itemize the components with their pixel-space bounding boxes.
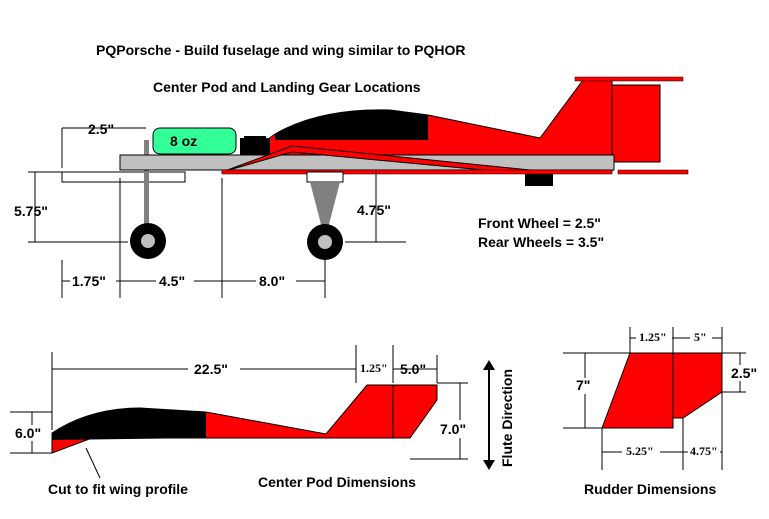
rear-gear-mount	[306, 171, 344, 183]
dim-mask	[156, 272, 194, 290]
rudder-dim-7: 7"	[576, 377, 590, 393]
dim-mask	[188, 360, 240, 378]
rudder-caption: Rudder Dimensions	[584, 481, 716, 497]
rudder-view: 1.25" 5" 7" 2.5" 5.25" 4.75" Rudder Dime…	[563, 327, 760, 497]
cut-label: Cut to fit wing profile	[48, 481, 188, 497]
pod-canopy-black	[52, 408, 206, 440]
pod-caption: Center Pod Dimensions	[258, 474, 416, 490]
page-title: PQPorsche - Build fuselage and wing simi…	[96, 42, 466, 58]
battery-box	[240, 138, 270, 155]
airplane-side-view: 8 oz 2.5" 5.75" 4.75" 1.75" 4.5" 8.0" Fr…	[14, 76, 689, 298]
wing-stub	[61, 171, 186, 183]
dim-label-5-0: 5.0"	[400, 361, 426, 377]
dim-mask	[70, 272, 116, 290]
battery-lid	[244, 136, 266, 139]
dim-mask	[690, 330, 712, 344]
rudder-dim-2-5: 2.5"	[731, 365, 757, 381]
pod-bottom-strip	[221, 169, 613, 175]
rudder-red-main	[601, 352, 674, 429]
flute-arrow-up-icon	[483, 360, 495, 370]
dim-label-6-0: 6.0"	[15, 425, 41, 441]
rudder-red-tab	[672, 352, 723, 419]
section-subtitle: Center Pod and Landing Gear Locations	[153, 79, 421, 95]
tail-skid-block	[525, 174, 553, 186]
weight-label: 8 oz	[170, 133, 197, 149]
front-wheel-hub	[141, 234, 155, 248]
rear-wheel-hub	[318, 235, 332, 249]
rudder-dim-5: 5"	[694, 330, 707, 344]
flute-arrow-down-icon	[483, 460, 495, 470]
canopy-black	[275, 109, 428, 140]
dim-mask	[622, 443, 660, 459]
dim-label-7-0: 7.0"	[440, 421, 466, 437]
dim-label-4-75: 4.75"	[357, 202, 391, 218]
center-pod-view: 22.5" 1.25" 5.0" 6.0" 7.0" Flute Directi…	[10, 345, 515, 497]
dim-label-2-5: 2.5"	[88, 121, 114, 137]
rudder-side	[611, 84, 661, 163]
dim-mask	[574, 378, 596, 394]
rudder-dim-4-75: 4.75"	[690, 444, 718, 458]
front-gear-strut	[144, 140, 149, 240]
pod-rudder	[392, 384, 438, 439]
cut-pointer-line	[85, 447, 101, 479]
dim-mask	[728, 365, 760, 381]
rudder-dim-5-25: 5.25"	[626, 444, 654, 458]
rudder-dim-1-25: 1.25"	[639, 330, 667, 344]
front-wheel-label: Front Wheel = 2.5"	[478, 215, 601, 231]
rudder-top-bar	[574, 76, 684, 82]
dim-label-22-5: 22.5"	[194, 361, 228, 377]
dim-label-8-0: 8.0"	[259, 273, 285, 289]
stab-strip	[617, 169, 689, 175]
dim-mask	[688, 443, 720, 459]
weight-block	[152, 127, 237, 155]
dim-label-1-75: 1.75"	[72, 273, 106, 289]
dim-mask	[256, 272, 296, 290]
flute-direction-label: Flute Direction	[499, 369, 515, 467]
dim-mask	[12, 425, 50, 441]
dim-label-1-25: 1.25"	[360, 361, 388, 375]
rear-wheel-label: Rear Wheels = 3.5"	[478, 234, 604, 250]
dim-mask	[437, 420, 473, 438]
dim-mask	[636, 330, 672, 344]
rear-gear-leg	[310, 182, 340, 232]
dim-label-5-75: 5.75"	[14, 203, 48, 219]
dim-label-4-5: 4.5"	[159, 273, 185, 289]
